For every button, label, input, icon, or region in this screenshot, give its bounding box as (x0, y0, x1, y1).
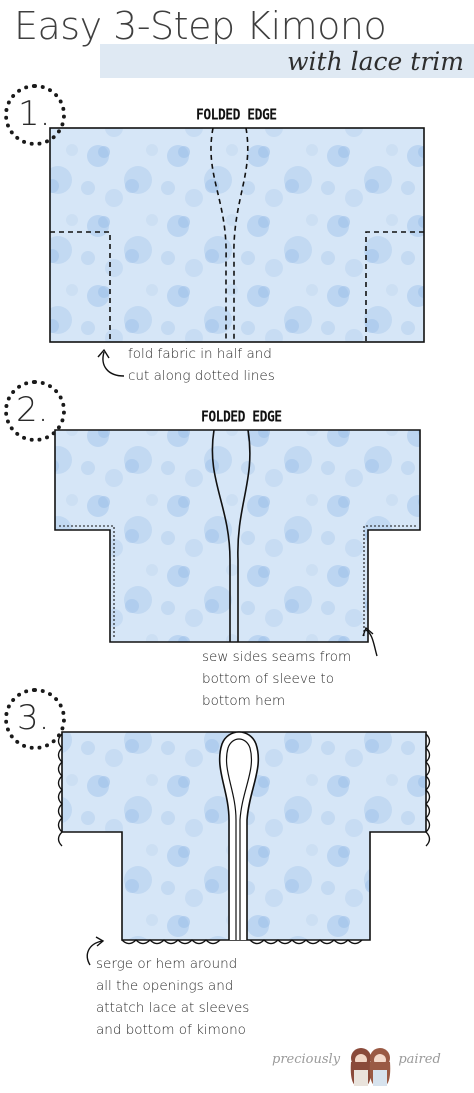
step1-note: fold fabric in half and cut along dotted… (128, 343, 275, 387)
page-subtitle: with lace trim (287, 47, 464, 76)
step2-folded-edge-label: FOLDED EDGE (201, 408, 282, 427)
step1-number: 1. (18, 94, 51, 134)
step3-number: 3. (17, 698, 50, 738)
step1-circle (4, 84, 66, 146)
step3-note-line: and bottom of kimono (96, 1022, 246, 1038)
step2-note-line: sew sides seams from (202, 649, 352, 665)
step3-note: serge or hem around all the openings and… (96, 953, 249, 1041)
brand-logo: preciously paired (272, 1052, 441, 1067)
step2-note-line: bottom hem (202, 693, 286, 709)
step1-note-line: cut along dotted lines (128, 368, 275, 384)
step3-note-line: attatch lace at sleeves (96, 1000, 250, 1016)
step2-diagram (54, 429, 421, 657)
step3-diagram (57, 731, 431, 966)
step3-note-line: serge or hem around (96, 956, 238, 972)
brand-portrait-image (350, 1048, 391, 1086)
step3-note-line: all the openings and (96, 978, 234, 994)
page-title: Easy 3-Step Kimono (14, 4, 387, 48)
step3-circle (4, 688, 66, 750)
step1-folded-edge-label: FOLDED EDGE (196, 106, 277, 125)
step2-note: sew sides seams from bottom of sleeve to… (202, 646, 351, 712)
subtitle-band (100, 44, 474, 78)
step1-diagram (49, 127, 425, 377)
brand-word-left: preciously (272, 1052, 341, 1067)
step2-note-line: bottom of sleeve to (202, 671, 334, 687)
step2-circle (4, 380, 66, 442)
step1-note-line: fold fabric in half and (128, 346, 272, 362)
brand-word-right: paired (398, 1052, 441, 1067)
step2-number: 2. (16, 390, 49, 430)
